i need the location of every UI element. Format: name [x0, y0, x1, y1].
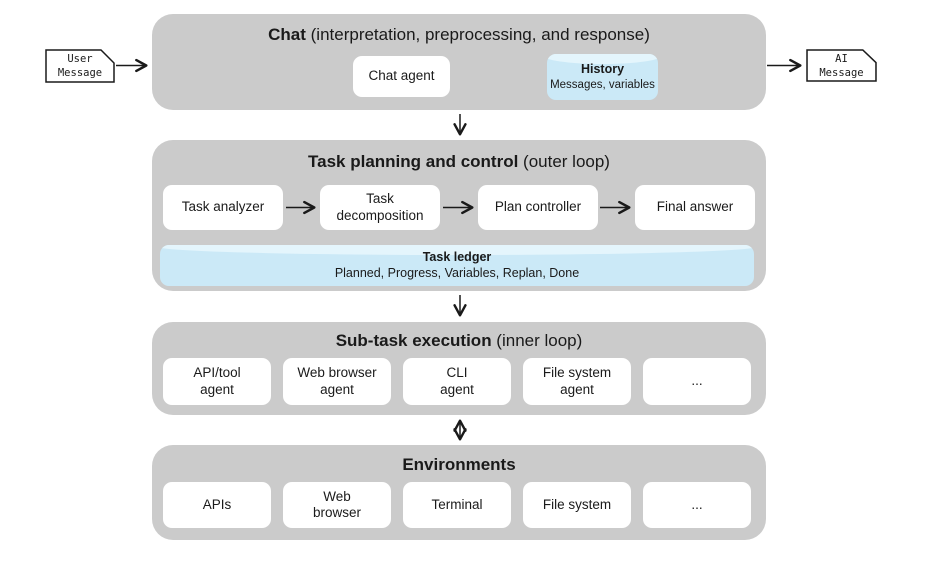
task-ledger-store: Task ledger Planned, Progress, Variables…: [160, 245, 754, 286]
more-environments-card: ...: [643, 482, 751, 528]
note-shape: [806, 49, 877, 82]
final-answer-card: Final answer: [635, 185, 755, 230]
ai-message-node: AI Message: [806, 49, 877, 82]
plan-controller-card: Plan controller: [478, 185, 598, 230]
api-tool-agent-label: API/tool agent: [193, 365, 241, 397]
chat-title-bold: Chat: [268, 25, 306, 44]
history-store: History Messages, variables: [547, 54, 658, 100]
environments-section: Environments APIs Web browser Terminal F…: [152, 445, 766, 540]
planning-section-title: Task planning and control (outer loop): [152, 152, 766, 172]
chat-section: Chat (interpretation, preprocessing, and…: [152, 14, 766, 110]
file-system-agent-label: File system agent: [542, 365, 612, 397]
chat-title-rest: (interpretation, preprocessing, and resp…: [305, 25, 650, 44]
planning-title-rest: (outer loop): [518, 152, 610, 171]
history-title: History: [580, 62, 625, 76]
subtask-title-rest: (inner loop): [491, 331, 583, 350]
note-shape: [45, 49, 115, 83]
web-browser-agent-label: Web browser agent: [297, 365, 377, 397]
more-agents-label: ...: [691, 373, 703, 389]
task-decomposition-label: Task decomposition: [336, 191, 424, 223]
plan-controller-label: Plan controller: [494, 199, 582, 215]
file-system-label: File system: [542, 496, 612, 512]
subtask-section: Sub-task execution (inner loop) API/tool…: [152, 322, 766, 415]
cli-agent-card: CLI agent: [403, 358, 511, 405]
task-ledger-subtitle: Planned, Progress, Variables, Replan, Do…: [334, 265, 580, 280]
task-analyzer-card: Task analyzer: [163, 185, 283, 230]
user-message-node: User Message: [45, 49, 115, 83]
apis-card: APIs: [163, 482, 271, 528]
apis-label: APIs: [202, 496, 232, 512]
planning-title-bold: Task planning and control: [308, 152, 519, 171]
file-system-agent-card: File system agent: [523, 358, 631, 405]
final-answer-label: Final answer: [656, 199, 734, 215]
environments-section-title: Environments: [152, 455, 766, 475]
planning-section: Task planning and control (outer loop) T…: [152, 140, 766, 291]
user-message-label: User Message: [57, 53, 103, 80]
terminal-card: Terminal: [403, 482, 511, 528]
chat-section-title: Chat (interpretation, preprocessing, and…: [152, 25, 766, 45]
cli-agent-label: CLI agent: [440, 365, 474, 397]
web-browser-label: Web browser: [312, 488, 361, 520]
task-analyzer-label: Task analyzer: [181, 199, 265, 215]
more-agents-card: ...: [643, 358, 751, 405]
subtask-section-title: Sub-task execution (inner loop): [152, 331, 766, 351]
terminal-label: Terminal: [431, 496, 483, 512]
task-ledger-title: Task ledger: [422, 250, 492, 264]
file-system-card: File system: [523, 482, 631, 528]
ai-message-label: AI Message: [819, 53, 864, 80]
chat-agent-label: Chat agent: [368, 68, 435, 84]
task-decomposition-card: Task decomposition: [320, 185, 440, 230]
web-browser-card: Web browser: [283, 482, 391, 528]
web-browser-agent-card: Web browser agent: [283, 358, 391, 405]
history-subtitle: Messages, variables: [550, 78, 655, 91]
more-environments-label: ...: [691, 496, 703, 512]
api-tool-agent-card: API/tool agent: [163, 358, 271, 405]
subtask-title-bold: Sub-task execution: [335, 331, 492, 350]
environments-title-bold: Environments: [402, 455, 516, 474]
chat-agent-card: Chat agent: [353, 56, 450, 97]
